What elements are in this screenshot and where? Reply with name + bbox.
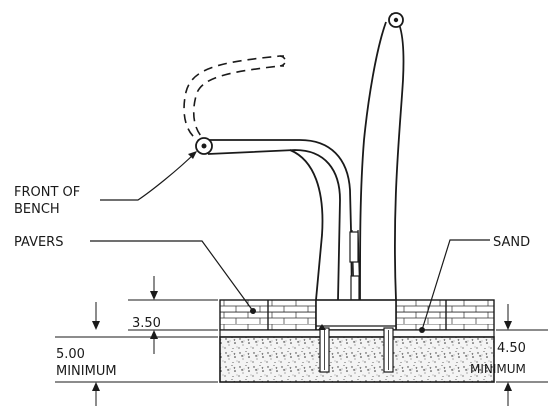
dim-pavers xyxy=(128,276,218,354)
leader-pavers xyxy=(90,240,254,312)
backrest-post xyxy=(359,13,405,301)
dim-total xyxy=(55,302,218,406)
label-dim-total: 5.00 xyxy=(56,347,85,362)
label-dim-right-note: MINIMUM xyxy=(470,362,526,376)
label-dim-right: 4.50 xyxy=(497,341,526,356)
armrest-arm xyxy=(203,139,353,301)
anchor-bolt-left xyxy=(318,324,330,373)
sand-layer xyxy=(219,329,495,338)
label-pavers: PAVERS xyxy=(14,235,63,250)
anchor-bolt-right xyxy=(383,327,394,373)
leader-sand xyxy=(421,239,490,331)
dashed-armrest-ghost xyxy=(183,55,284,145)
label-front-of-bench-1: FRONT OF xyxy=(14,185,80,200)
pavers-left xyxy=(219,299,317,331)
concrete-slab xyxy=(219,336,495,383)
dim-right xyxy=(496,304,548,406)
label-sand: SAND xyxy=(493,235,530,250)
label-dim-total-note: MINIMUM xyxy=(56,364,117,379)
pavers-right xyxy=(395,299,495,331)
mounting-plate xyxy=(315,299,397,331)
label-dim-pavers: 3.50 xyxy=(132,316,161,331)
label-front-of-bench-2: BENCH xyxy=(14,202,60,217)
front-leg xyxy=(289,149,324,301)
leader-front-of-bench xyxy=(100,151,197,201)
